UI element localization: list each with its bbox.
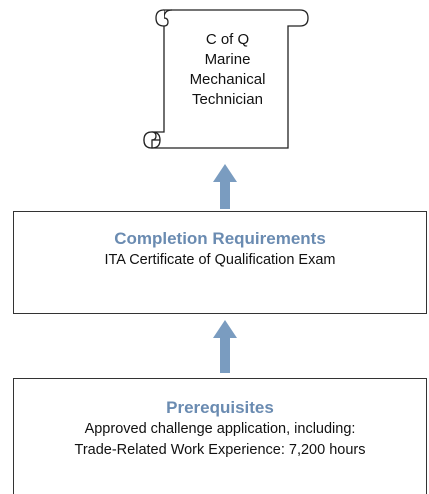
scroll-icon [143, 9, 309, 149]
prerequisites-title: Prerequisites [166, 398, 274, 417]
completion-title: Completion Requirements [114, 229, 326, 248]
certificate-line: Marine [204, 51, 251, 68]
certificate-line: Mechanical [189, 71, 266, 88]
up-arrow-icon [213, 320, 237, 373]
certificate-line: Technician [192, 91, 263, 108]
prerequisites-line: Approved challenge application, includin… [84, 421, 356, 437]
prerequisites-line: Trade-Related Work Experience: 7,200 hou… [74, 442, 366, 458]
prerequisites-box: Prerequisites Approved challenge applica… [13, 378, 427, 494]
completion-line: ITA Certificate of Qualification Exam [104, 252, 336, 268]
certificate-title: C of Q Marine Mechanical Technician [160, 30, 295, 110]
completion-requirements-box: Completion Requirements ITA Certificate … [13, 211, 427, 314]
up-arrow-icon [213, 164, 237, 209]
certificate-line: C of Q [205, 31, 250, 48]
